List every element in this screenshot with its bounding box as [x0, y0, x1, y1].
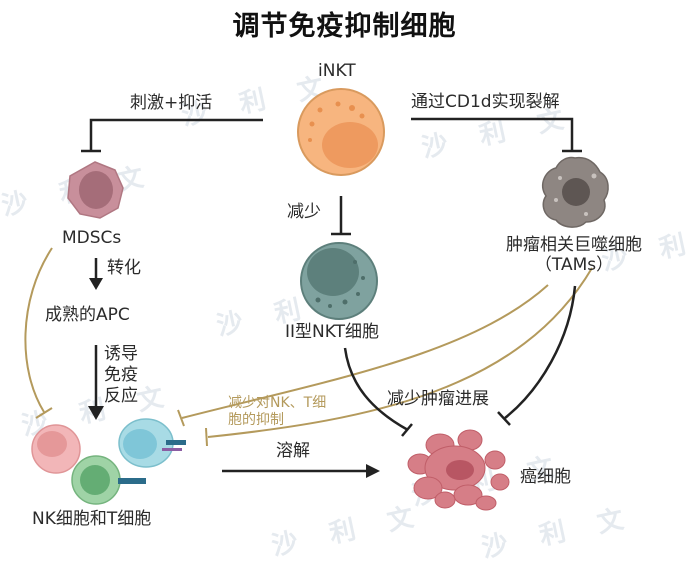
tams-label: 肿瘤相关巨噬细胞 （TAMs）	[494, 235, 654, 275]
tam-cell-icon	[542, 156, 609, 228]
reduce-tumor-label: 减少肿瘤进展	[387, 389, 489, 409]
inkt-cell-icon	[297, 88, 385, 176]
arrow-lysis	[222, 464, 380, 478]
nk-t-cells-label: NK细胞和T细胞	[32, 509, 152, 529]
induce-label-3: 反应	[104, 386, 138, 406]
stimulate-inhibit-label: 刺激+抑活	[130, 93, 213, 113]
transform-label: 转化	[107, 258, 141, 278]
mdscs-label: MDSCs	[62, 228, 122, 248]
reduce-suppression-label: 减少对NK、T细 胞的抑制	[228, 395, 326, 429]
reduce-label: 减少	[287, 202, 321, 222]
gold-inhibit-tams-nk	[177, 267, 593, 447]
tams-label-line1: 肿瘤相关巨噬细胞	[506, 235, 642, 255]
reduce-suppression-line2: 胞的抑制	[228, 411, 284, 428]
t-cell-blue-icon	[118, 418, 186, 468]
inhibit-line-inkt-mdscs	[81, 118, 263, 153]
t-cell-green-icon	[71, 455, 146, 505]
nkt2-cell-icon	[300, 242, 378, 320]
arrow-induce	[88, 345, 104, 420]
tams-label-line2: （TAMs）	[534, 254, 614, 275]
reduce-suppression-line1: 减少对NK、T细	[228, 395, 327, 411]
nk-cell-icon	[31, 424, 81, 474]
induce-label-2: 免疫	[104, 365, 138, 385]
mature-apc-label: 成熟的APC	[45, 305, 130, 325]
inhibit-curve-tams-cancer	[497, 285, 577, 426]
inhibit-curve-nkt2-cancer	[343, 347, 413, 437]
inhibit-line-inkt-tams	[411, 117, 582, 153]
gold-inhibit-mdsc-nk	[24, 247, 53, 419]
induce-label-1: 诱导	[104, 344, 138, 364]
mdsc-cell-icon	[67, 161, 124, 219]
cancer-cell-label: 癌细胞	[520, 467, 571, 487]
inkt-label: iNKT	[318, 61, 356, 81]
cd1d-lysis-label: 通过CD1d实现裂解	[411, 92, 560, 112]
arrow-transform	[89, 258, 103, 290]
lysis-label: 溶解	[276, 441, 310, 461]
page-title: 调节免疫抑制细胞	[232, 11, 457, 42]
inhibit-line-inkt-nkt2	[331, 196, 351, 236]
cancer-cell-icon	[407, 429, 510, 511]
nkt2-label: II型NKT细胞	[285, 322, 379, 342]
